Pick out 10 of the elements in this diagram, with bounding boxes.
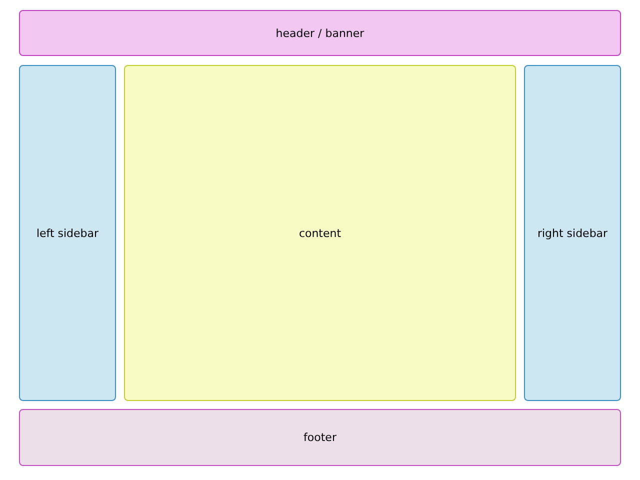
- footer-label: footer: [304, 431, 336, 444]
- header-label: header / banner: [276, 26, 364, 40]
- sidebar-panel: [19, 65, 116, 401]
- footer-band: [19, 409, 621, 466]
- sidebar-label: left sidebar: [36, 226, 99, 240]
- content-label: content: [298, 226, 342, 240]
- sidebar-panel: [524, 65, 621, 401]
- header-band: [19, 10, 621, 56]
- sidebar-label: right sidebar: [537, 226, 608, 240]
- content-panel: [124, 65, 516, 401]
